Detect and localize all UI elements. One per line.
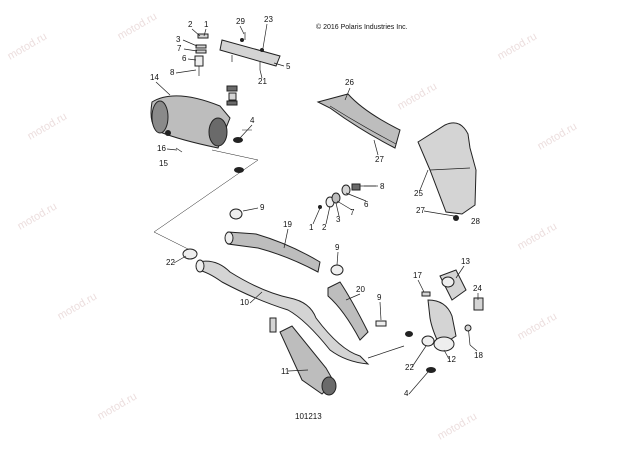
callout-label: 14 (150, 73, 159, 82)
flange-13 (439, 269, 467, 301)
gasket-22-left (182, 248, 198, 260)
watermark-text: motod.ru (16, 200, 60, 232)
callout-label: 22 (405, 363, 414, 372)
callout-label: 9 (335, 243, 340, 252)
watermark-text: motod.ru (6, 30, 50, 62)
callout-label: 21 (258, 77, 267, 86)
callout-label: 3 (176, 35, 181, 44)
callout-label: 1 (309, 223, 314, 232)
watermark-layer: motod.ru motod.ru motod.ru motod.ru moto… (6, 10, 580, 442)
exhaust-pipe-11 (279, 325, 337, 396)
callout-label: 6 (364, 200, 369, 209)
callout-label: 7 (177, 44, 182, 53)
watermark-text: motod.ru (516, 310, 560, 342)
callout-label: 19 (283, 220, 292, 229)
bolt-16 (175, 147, 183, 153)
copyright-notice: © 2016 Polaris Industries Inc. (316, 24, 408, 31)
callout-label: 15 (159, 159, 168, 168)
callout-label: 3 (336, 215, 341, 224)
muffler (150, 95, 231, 149)
reference-lines (153, 129, 259, 251)
callout-label: 8 (170, 68, 175, 77)
callout-label: 11 (281, 367, 290, 376)
callout-label: 20 (356, 285, 365, 294)
callout-label: 22 (166, 258, 175, 267)
callout-label: 17 (413, 271, 422, 280)
watermark-text: motod.ru (116, 10, 160, 42)
callout-label: 26 (345, 78, 354, 87)
watermark-text: motod.ru (56, 290, 100, 322)
small-parts-right (421, 291, 484, 346)
drawing-number: 101213 (295, 412, 322, 421)
head-pipe-19 (224, 231, 321, 273)
callout-label: 8 (380, 182, 385, 191)
callout-label: 2 (322, 223, 327, 232)
callout-label: 5 (286, 62, 291, 71)
callout-label: 24 (473, 284, 482, 293)
callout-label: 9 (377, 293, 382, 302)
callout-layer: 2 1 3 7 6 8 29 23 5 21 14 4 16 15 26 27 … (150, 15, 483, 398)
callout-label: 6 (182, 54, 187, 63)
callout-label: 1 (204, 20, 209, 29)
watermark-text: motod.ru (536, 120, 580, 152)
watermark-text: motod.ru (96, 390, 140, 422)
callout-label: 29 (236, 17, 245, 26)
callout-label: 4 (250, 116, 255, 125)
hardware-stack-top (194, 33, 209, 76)
callout-label: 12 (447, 355, 456, 364)
callout-label: 7 (350, 208, 355, 217)
watermark-text: motod.ru (516, 220, 560, 252)
callout-label: 27 (416, 206, 425, 215)
callout-label: 16 (157, 144, 166, 153)
callout-label: 28 (471, 217, 480, 226)
gaskets (229, 208, 387, 327)
callout-label: 18 (474, 351, 483, 360)
heat-shield-25 (417, 122, 477, 221)
watermark-text: motod.ru (396, 80, 440, 112)
heat-shield-plate (219, 32, 281, 70)
callout-label: 25 (414, 189, 423, 198)
exhaust-pipe-10 (195, 259, 370, 365)
callout-label: 9 (260, 203, 265, 212)
callout-label: 27 (375, 155, 384, 164)
callout-label: 2 (188, 20, 193, 29)
callout-label: 23 (264, 15, 273, 24)
callout-label: 4 (404, 389, 409, 398)
elbow-assembly-12 (405, 299, 457, 373)
callout-label: 10 (240, 298, 249, 307)
leader-lines (155, 23, 479, 395)
heat-shield-20 (327, 281, 369, 341)
isolator-stack (226, 85, 244, 173)
watermark-text: motod.ru (436, 410, 480, 442)
callout-label: 13 (461, 257, 470, 266)
heat-shield-26 (316, 93, 401, 149)
watermark-text: motod.ru (26, 110, 70, 142)
watermark-text: motod.ru (496, 30, 540, 62)
